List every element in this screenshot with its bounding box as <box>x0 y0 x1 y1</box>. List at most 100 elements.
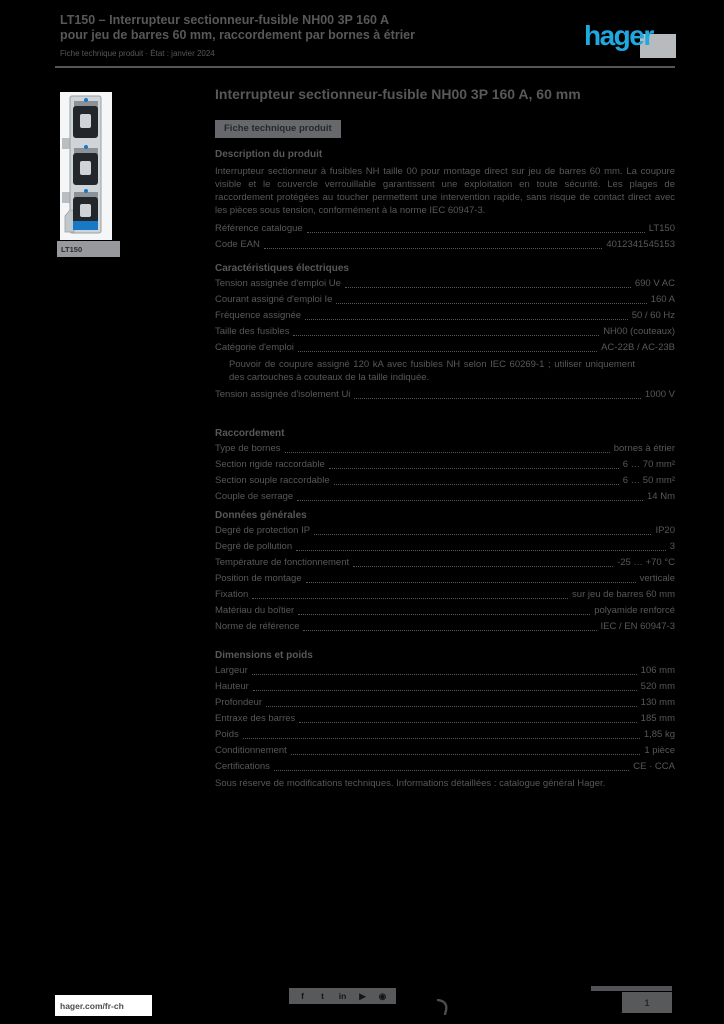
spec-label: Profondeur <box>215 697 263 708</box>
spec-label: Référence catalogue <box>215 223 303 234</box>
footer-divider <box>591 986 672 991</box>
dotted-leader <box>333 483 619 485</box>
spec-value: bornes à étrier <box>613 443 675 454</box>
spec-label: Degré de pollution <box>215 541 293 552</box>
header: LT150 – Interrupteur sectionneur-fusible… <box>60 13 560 59</box>
dotted-leader <box>293 334 600 336</box>
spec-value: 1 pièce <box>644 745 675 756</box>
spec-label: Section rigide raccordable <box>215 459 325 470</box>
dotted-leader <box>296 549 666 551</box>
spec-label: Position de montage <box>215 573 302 584</box>
facebook-icon[interactable]: f <box>301 990 304 1001</box>
section-header: Raccordement <box>215 428 285 439</box>
dotted-leader <box>299 721 637 723</box>
logo-shadow <box>640 34 676 58</box>
dotted-leader <box>354 397 641 399</box>
section-header: Données générales <box>215 510 307 521</box>
section-header: Caractéristiques électriques <box>215 263 349 274</box>
spec-row: Fréquence assignée 50 / 60 Hz <box>215 311 675 321</box>
dotted-leader <box>305 581 636 583</box>
main-content: Interrupteur sectionneur-fusible NH00 3P… <box>215 86 675 790</box>
dotted-leader <box>297 499 644 501</box>
spec-label: Matériau du boîtier <box>215 605 295 616</box>
spec-label: Couple de serrage <box>215 491 294 502</box>
dotted-leader <box>306 231 645 233</box>
spec-label: Code EAN <box>215 239 260 250</box>
logo-text: hager <box>584 20 654 51</box>
spec-row: Matériau du boîtier polyamide renforcé <box>215 606 675 616</box>
spec-value: IEC / EN 60947-3 <box>600 621 675 632</box>
footnote: Sous réserve de modifications techniques… <box>215 778 606 789</box>
dotted-leader <box>344 286 631 288</box>
spec-value: 50 / 60 Hz <box>631 310 675 321</box>
spec-row: Code EAN 4012341545153 <box>215 240 675 250</box>
spec-value: 130 mm <box>640 697 675 708</box>
spec-row: Courant assigné d'emploi Ie 160 A <box>215 295 675 305</box>
spec-label: Fréquence assignée <box>215 310 302 321</box>
spec-value: 160 A <box>650 294 675 305</box>
spec-row: Poids 1,85 kg <box>215 730 675 740</box>
spec-note: Pouvoir de coupure assigné 120 kA avec f… <box>229 359 635 383</box>
page-title: Interrupteur sectionneur-fusible NH00 3P… <box>215 86 581 102</box>
spec-label: Type de bornes <box>215 443 281 454</box>
page-number-box: 1 <box>622 992 672 1013</box>
spec-label: Hauteur <box>215 681 249 692</box>
dotted-leader <box>353 565 614 567</box>
dotted-leader <box>273 769 630 771</box>
spec-value: NH00 (couteaux) <box>603 326 675 337</box>
spec-label: Catégorie d'emploi <box>215 342 294 353</box>
fuse-switch-illustration <box>60 92 112 240</box>
spec-value: 4012341545153 <box>606 239 675 250</box>
datasheet-badge: Fiche technique produit <box>215 120 341 138</box>
spec-label: Courant assigné d'emploi Ie <box>215 294 333 305</box>
dotted-leader <box>305 318 628 320</box>
header-meta: Fiche technique produit · État : janvier… <box>60 49 215 58</box>
spec-label: Tension assignée d'isolement Ui <box>215 389 351 400</box>
spec-row: Température de fonctionnement-25 … +70 °… <box>215 558 675 568</box>
spec-label: Entraxe des barres <box>215 713 296 724</box>
dotted-leader <box>297 350 598 352</box>
spec-value: polyamide renforcé <box>594 605 675 616</box>
website-link[interactable]: hager.com/fr-ch <box>55 995 152 1016</box>
dotted-leader <box>290 753 641 755</box>
linkedin-icon[interactable]: in <box>338 990 347 1001</box>
spec-label: Conditionnement <box>215 745 287 756</box>
spec-value: CE · CCA <box>633 761 675 772</box>
youtube-icon[interactable]: ▶ <box>359 990 366 1001</box>
spec-value: 106 mm <box>640 665 675 676</box>
spec-value: 1,85 kg <box>643 729 675 740</box>
twitter-icon[interactable]: t <box>321 990 324 1001</box>
hager-logo: hager <box>584 20 676 60</box>
header-title-line1: LT150 – Interrupteur sectionneur-fusible… <box>60 13 390 27</box>
spec-row: Couple de serrage 14 Nm <box>215 492 675 502</box>
spec-label: Certifications <box>215 761 270 772</box>
dotted-leader <box>298 613 591 615</box>
dotted-leader <box>251 673 637 675</box>
spec-value: -25 … +70 °C <box>617 557 675 568</box>
spec-label: Poids <box>215 729 239 740</box>
spec-value: 14 Nm <box>647 491 675 502</box>
spec-value: AC-22B / AC-23B <box>601 342 675 353</box>
instagram-icon[interactable]: ◉ <box>378 990 387 1001</box>
spec-row: Certifications CE · CCA <box>215 762 675 772</box>
spec-label: Fixation <box>215 589 249 600</box>
spec-row: Type de bornes bornes à étrier <box>215 444 675 454</box>
dotted-leader <box>336 302 647 304</box>
